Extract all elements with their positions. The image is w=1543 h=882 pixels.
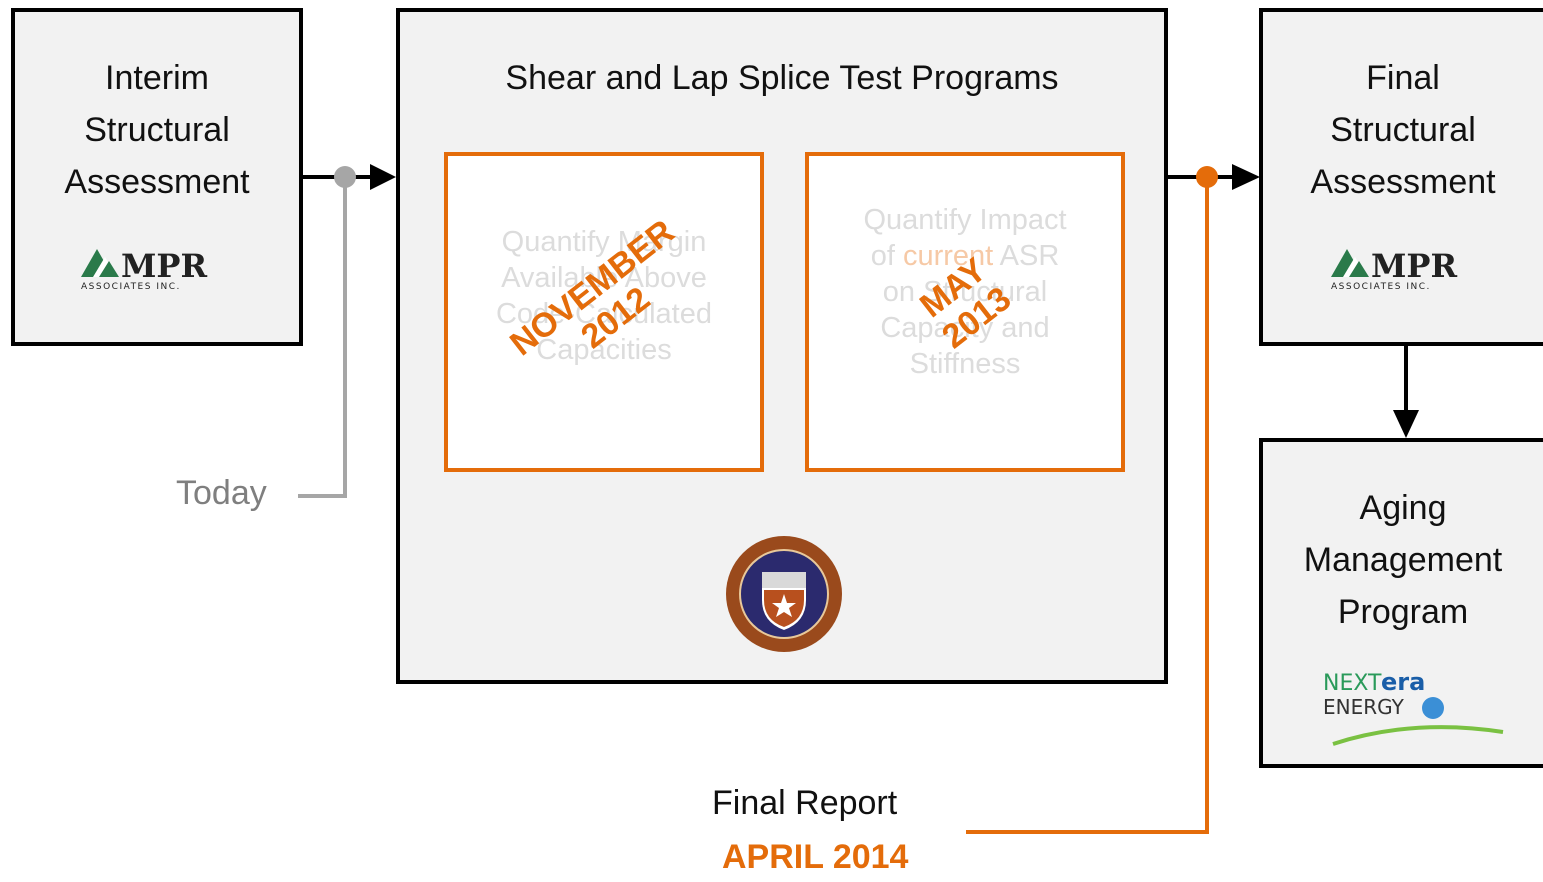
task-asr-text: Quantify Impact of current ASR on Struct…	[809, 202, 1121, 382]
interim-assessment-title: Interim Structural Assessment	[64, 59, 250, 201]
final-report-line	[966, 177, 1209, 834]
nextera-logo-era: era	[1381, 668, 1425, 696]
aging-management-title: Aging Management Program	[1303, 489, 1503, 631]
test-programs-box: Shear and Lap Splice Test Programs Quant…	[396, 8, 1168, 684]
today-label: Today	[176, 474, 267, 512]
university-seal-icon	[726, 536, 842, 652]
test-programs-title: Shear and Lap Splice Test Programs	[505, 59, 1059, 97]
mpr-logo: MPR ASSOCIATES INC.	[1331, 247, 1457, 292]
task-asr-text-current: current	[902, 240, 994, 272]
arrow-head-left	[370, 164, 396, 190]
task-margin-box: Quantify Margin Available Above Code-Cal…	[444, 152, 764, 472]
arrow-head-down	[1393, 410, 1419, 438]
task-asr-box: Quantify Impact of current ASR on Struct…	[805, 152, 1125, 472]
task-asr-text-a: Quantify Impact of	[863, 204, 1067, 272]
mpr-logo-subtext: ASSOCIATES INC.	[81, 282, 181, 292]
task-asr-text-b: ASR on Structural Capacity and Stiffness	[880, 240, 1060, 380]
mpr-logo-text: MPR	[1371, 247, 1457, 285]
final-report-dot	[1196, 166, 1218, 188]
aging-management-box: Aging Management Program NEXT era ENERGY	[1259, 438, 1543, 768]
today-line	[298, 177, 347, 498]
final-assessment-title: Final Structural Assessment	[1310, 59, 1496, 201]
nextera-logo-energy: ENERGY	[1323, 695, 1405, 719]
nextera-logo: NEXT era ENERGY	[1323, 668, 1504, 746]
final-assessment-box: Final Structural Assessment MPR ASSOCIAT…	[1259, 8, 1543, 346]
final-report-date: APRIL 2014	[722, 838, 909, 876]
nextera-logo-next: NEXT	[1323, 671, 1382, 696]
mpr-logo-text: MPR	[121, 247, 207, 285]
mpr-logo: MPR ASSOCIATES INC.	[81, 247, 207, 292]
mpr-logo-subtext: ASSOCIATES INC.	[1331, 282, 1431, 292]
today-dot	[334, 166, 356, 188]
task-margin-text: Quantify Margin Available Above Code-Cal…	[495, 226, 712, 366]
final-report-label: Final Report	[712, 784, 898, 822]
arrow-head-right	[1232, 164, 1260, 190]
interim-assessment-box: Interim Structural Assessment MPR ASSOCI…	[11, 8, 303, 346]
